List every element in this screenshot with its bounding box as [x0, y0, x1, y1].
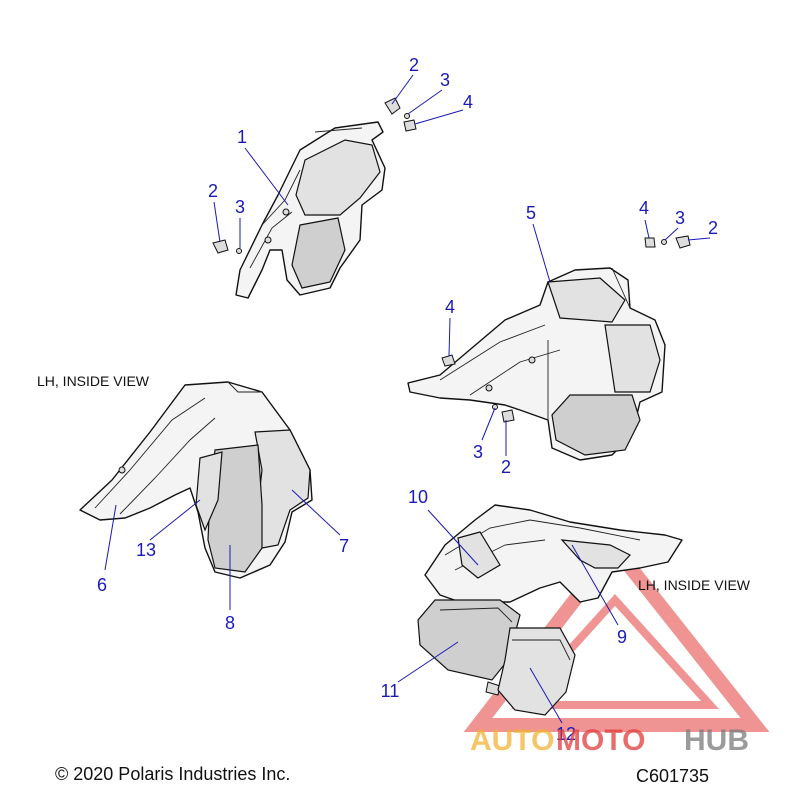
callout-3c: 3 [675, 208, 685, 228]
part-9-lh-bracket [560, 539, 631, 569]
callout-4a: 4 [463, 92, 473, 112]
part-7-lh-liner [254, 429, 311, 549]
watermark-auto: AUTO [470, 724, 554, 757]
callouts: 1 2 3 4 2 3 5 4 3 2 4 3 2 6 13 7 8 10 9 … [97, 55, 718, 744]
drawing-number: C601735 [636, 766, 709, 786]
leader-lines [104, 74, 711, 724]
watermark-moto: MOTO [556, 724, 645, 757]
callout-7: 7 [339, 536, 349, 556]
callout-12: 12 [556, 724, 576, 744]
hardware-part5 [441, 235, 691, 423]
callout-4b: 4 [639, 198, 649, 218]
watermark-text: AUTO MOTO HUB [470, 724, 749, 757]
callout-2c: 2 [708, 218, 718, 238]
part-11-lh-liner [417, 599, 521, 696]
copyright-text: © 2020 Polaris Industries Inc. [55, 764, 290, 784]
callout-6: 6 [97, 575, 107, 595]
part-12-lh-liner-rear [497, 627, 576, 716]
callout-5: 5 [526, 203, 536, 223]
lh-inside-view-note-left: LH, INSIDE VIEW [37, 373, 150, 389]
watermark-hub: HUB [684, 724, 749, 757]
callout-3b: 3 [235, 197, 245, 217]
callout-1: 1 [237, 127, 247, 147]
callout-13: 13 [136, 540, 156, 560]
callout-4c: 4 [445, 297, 455, 317]
callout-2a: 2 [409, 55, 419, 75]
hardware-upper-left [212, 239, 242, 254]
part-5-rear-fender [407, 267, 666, 461]
callout-10: 10 [408, 487, 428, 507]
callout-11: 11 [381, 681, 400, 701]
callout-2d: 2 [501, 457, 511, 477]
lh-inside-view-note-right: LH, INSIDE VIEW [638, 577, 751, 593]
part-1-front-fender [235, 121, 386, 299]
hardware-upper-right [384, 97, 417, 132]
callout-9: 9 [617, 627, 627, 647]
callout-8: 8 [225, 613, 235, 633]
callout-3a: 3 [440, 70, 450, 90]
callout-2b: 2 [208, 181, 218, 201]
part-13-lh-panel [195, 451, 223, 532]
callout-3d: 3 [473, 442, 483, 462]
part-10-lh-fender [424, 504, 683, 603]
